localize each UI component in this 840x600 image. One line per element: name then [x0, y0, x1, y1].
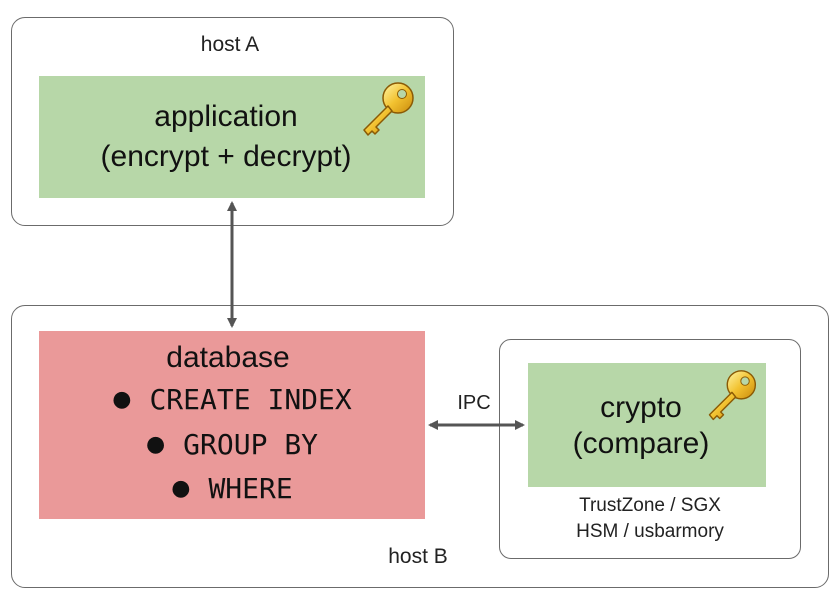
database-title: database	[166, 341, 290, 374]
crypto-box: crypto (compare)	[528, 363, 766, 487]
bullet: ●	[112, 387, 132, 412]
key-icon	[708, 370, 757, 421]
bullet: ●	[171, 476, 191, 501]
key-icon	[363, 82, 414, 136]
operation-label: CREATE INDEX	[149, 383, 352, 416]
bullet: ●	[145, 432, 166, 457]
host-a-label: host A	[200, 33, 260, 56]
application-subtitle: (encrypt + decrypt)	[100, 140, 352, 173]
hardware-line-2: HSM / usbarmory	[576, 521, 724, 542]
application-title: application	[154, 100, 298, 133]
operation-label: GROUP BY	[183, 428, 319, 461]
crypto-title: crypto	[600, 391, 682, 424]
database-operation: ● CREATE INDEX	[39, 383, 425, 416]
operation-label: WHERE	[208, 472, 293, 505]
application-box: application (encrypt + decrypt)	[39, 76, 425, 198]
crypto-subtitle: (compare)	[572, 427, 710, 460]
ipc-label: IPC	[457, 392, 491, 414]
database-box: database ● CREATE INDEX ● GROUP BY ● WHERE	[39, 331, 425, 519]
host-b-label: host B	[388, 545, 448, 568]
hardware-line-1: TrustZone / SGX	[579, 495, 721, 516]
database-operation: ● GROUP BY	[39, 428, 425, 461]
database-operation: ● WHERE	[39, 472, 425, 505]
